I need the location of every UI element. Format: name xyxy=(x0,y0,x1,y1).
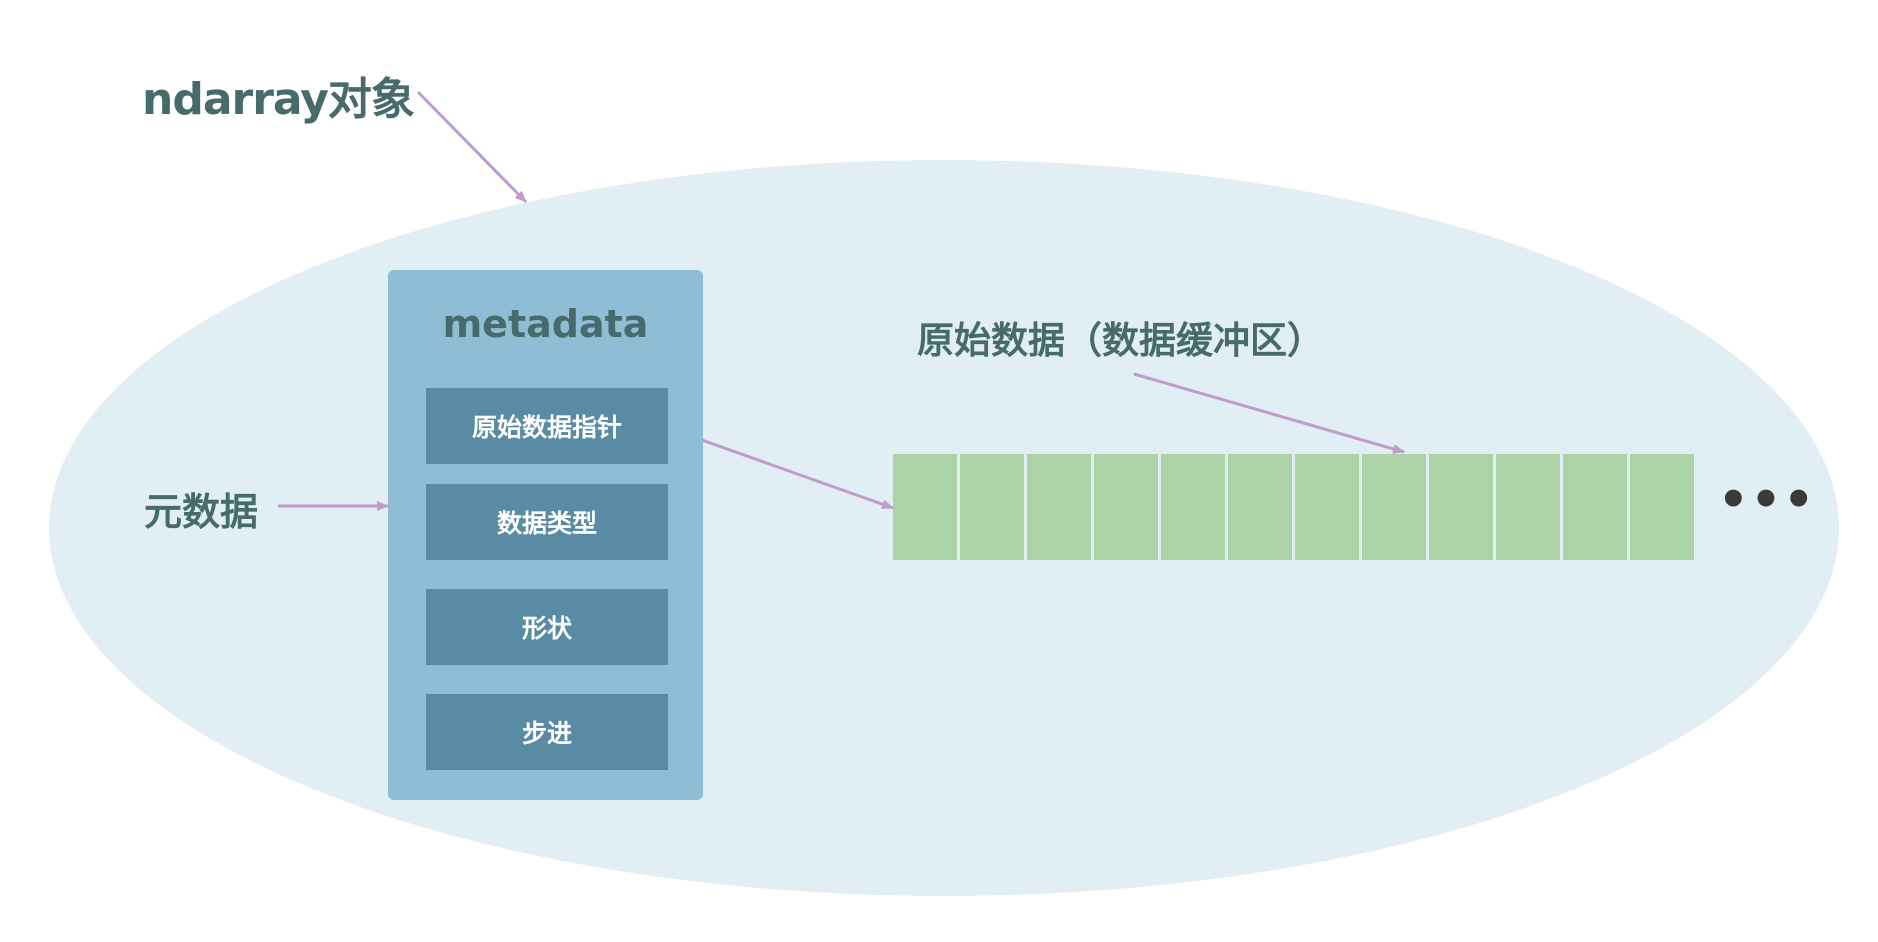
buffer-cell xyxy=(1161,454,1225,560)
metadata-panel: metadata 原始数据指针 数据类型 形状 步进 xyxy=(388,270,703,800)
buffer-cell xyxy=(1295,454,1359,560)
buffer-cell xyxy=(1094,454,1158,560)
metadata-field-strides: 步进 xyxy=(426,694,668,770)
raw-data-arrow xyxy=(1133,372,1405,454)
data-buffer xyxy=(893,454,1694,560)
buffer-cell xyxy=(1496,454,1560,560)
buffer-cell xyxy=(960,454,1024,560)
ndarray-object-label: ndarray对象 xyxy=(142,74,415,125)
metadata-side-label: 元数据 xyxy=(144,490,259,534)
pointer-arrow xyxy=(667,426,894,510)
buffer-cell xyxy=(1027,454,1091,560)
buffer-cell xyxy=(1362,454,1426,560)
metadata-field-data-pointer: 原始数据指针 xyxy=(426,388,668,464)
buffer-cell xyxy=(1429,454,1493,560)
metadata-field-shape: 形状 xyxy=(426,589,668,665)
metadata-field-dtype: 数据类型 xyxy=(426,484,668,560)
buffer-cell xyxy=(1563,454,1627,560)
buffer-continuation-ellipsis: ••• xyxy=(1718,472,1817,528)
buffer-cell xyxy=(1228,454,1292,560)
title-arrow xyxy=(416,90,528,204)
buffer-cell xyxy=(893,454,957,560)
buffer-cell xyxy=(1630,454,1694,560)
raw-data-label: 原始数据（数据缓冲区） xyxy=(917,319,1324,362)
metadata-title: metadata xyxy=(442,302,649,346)
